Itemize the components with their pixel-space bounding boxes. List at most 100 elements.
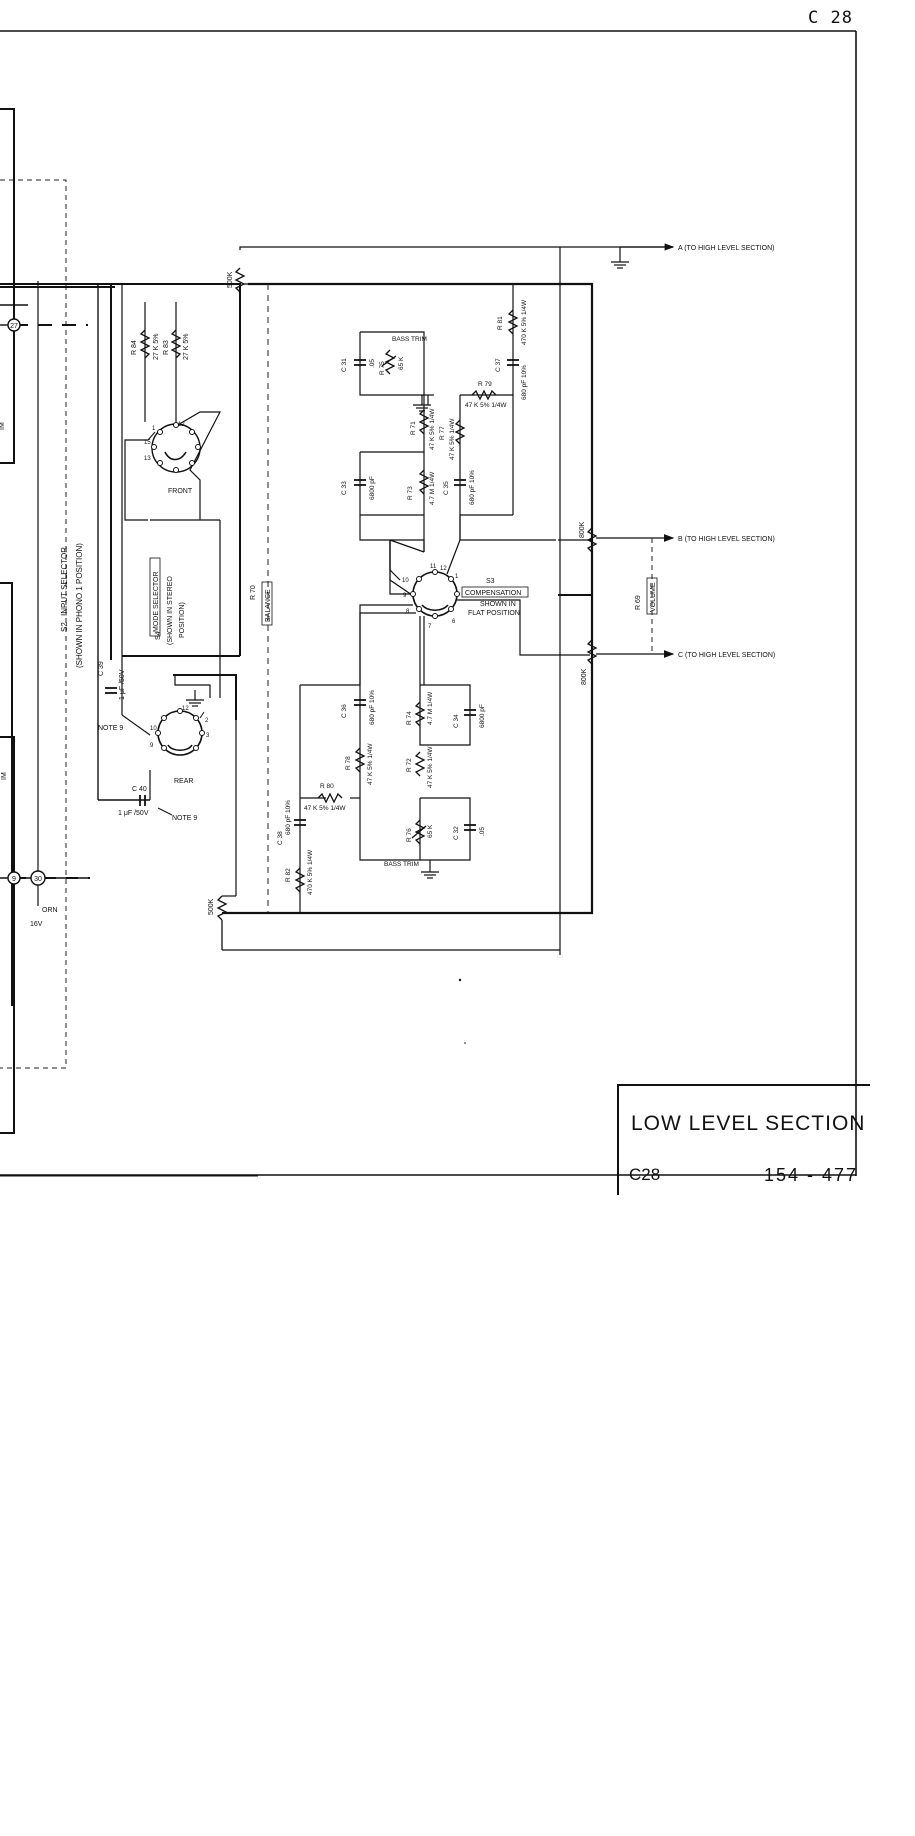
c39-name: C 39 [98, 661, 105, 676]
r84-value: 27 K 5% [153, 334, 160, 360]
r76-value: 65 K [427, 824, 434, 838]
r70-name: R 70 [250, 585, 257, 600]
c39-value: 1 μF /50V [119, 669, 126, 700]
c34-value: 6800 pF [479, 704, 486, 728]
pot-right-top-value: 800K [579, 521, 586, 538]
c33-name: C 33 [341, 481, 348, 495]
r78-name: R 78 [345, 756, 352, 770]
title-block: LOW LEVEL SECTION C28 154 - 477 [617, 1084, 870, 1195]
s3-pin-6: 6 [452, 619, 456, 625]
r78-resistor [354, 747, 366, 773]
r81-resistor [507, 309, 519, 335]
rear-pin-9: 9 [150, 743, 154, 749]
c38-name: C 38 [277, 831, 284, 845]
ground-bass-trim-bottom [421, 860, 439, 879]
c40-name: C 40 [132, 786, 147, 793]
pot-bottom-left [216, 895, 560, 951]
r84-name: R 84 [131, 340, 138, 355]
front-label: FRONT [168, 488, 193, 495]
r80-resistor [317, 792, 343, 804]
terminal-9-label: 9 [12, 876, 16, 883]
r76-resistor [411, 819, 427, 845]
r83-name: R 83 [163, 340, 170, 355]
r77-name: R 77 [439, 426, 446, 440]
output-c-label: C (TO HIGH LEVEL SECTION) [678, 652, 775, 659]
s3-pin-12: 12 [440, 566, 447, 572]
s2-label: INPUT SELECTOR [60, 547, 69, 616]
volume-label-box [646, 577, 658, 615]
rear-pin-3: 3 [206, 733, 210, 739]
output-a-line [239, 243, 675, 955]
r71-value: 47 K 5% 1/4W [429, 408, 436, 450]
s4-label: MODE SELECTOR [153, 571, 160, 632]
im-bottom-label: IM [1, 772, 8, 780]
c33-value: 6800 pF [369, 476, 376, 500]
im-top-label: IM [0, 422, 6, 430]
s3-label-box [461, 586, 529, 598]
input-selector-dashed-box [0, 179, 67, 1069]
volume-pots [558, 500, 675, 665]
c35-value: 680 pF 10% [469, 470, 476, 505]
part-number: 154 - 477 [763, 1165, 858, 1185]
r74-resistor [414, 701, 426, 727]
c32-name: C 32 [453, 826, 460, 840]
note9-b-leader [157, 807, 173, 816]
note9-a: NOTE 9 [98, 725, 123, 732]
r71-resistor [418, 409, 430, 435]
c36-name: C 36 [341, 704, 348, 718]
c34-capacitor [464, 709, 476, 716]
bass-trim-bottom-label: BASS TRIM [384, 861, 419, 868]
r69-name: R 69 [635, 595, 642, 610]
r82-resistor [294, 867, 306, 893]
c35-name: C 35 [443, 481, 450, 495]
r74-value: 4.7 M 1/4W [427, 691, 434, 725]
c35-capacitor [454, 479, 466, 486]
compensation-network-upper [359, 284, 514, 596]
front-pin-1: 1 [152, 426, 156, 432]
front-switch-wafer [151, 411, 221, 520]
c39-capacitor [105, 687, 117, 694]
c37-name: C 37 [495, 358, 502, 372]
pot-bottom-left-value: 500K [208, 898, 215, 915]
r76-name: R 76 [406, 828, 413, 842]
s2-note: (SHOWN IN PHONO 1 POSITION) [75, 543, 84, 668]
main-signal-loop [222, 282, 594, 915]
output-b-label: B (TO HIGH LEVEL SECTION) [678, 536, 775, 543]
c31-name: C 31 [341, 358, 348, 372]
c37-value: 680 pF 10% [521, 365, 528, 400]
pot-right-bottom-value: 800K [581, 668, 588, 685]
s4-label-box [149, 557, 161, 637]
r77-value: 47 K 5% 1/4W [449, 418, 456, 460]
r80-name: R 80 [320, 783, 334, 790]
r71-name: R 71 [410, 421, 417, 435]
r79-value: 47 K 5% 1/4W [465, 402, 507, 409]
ground-bass-trim-top [413, 395, 431, 412]
c36-value: 680 pF 10% [369, 690, 376, 725]
pot-top-left-value: 500K [227, 271, 234, 288]
c32-value: .05 [479, 827, 486, 836]
s3-wiring [359, 539, 590, 685]
r73-resistor [418, 469, 430, 495]
c37-capacitor [507, 359, 519, 366]
sheet-code: C28 [629, 1165, 661, 1184]
pot-top-left [234, 267, 248, 293]
r79-name: R 79 [478, 381, 492, 388]
c38-capacitor [294, 819, 306, 826]
c31-value: .05 [369, 359, 376, 368]
c36-capacitor [354, 699, 366, 706]
r74-name: R 74 [406, 711, 413, 725]
c40-capacitor [139, 795, 146, 806]
r83-resistor [170, 329, 182, 359]
bass-trim-top-label: BASS TRIM [392, 336, 427, 343]
rear-label: REAR [174, 778, 193, 785]
s3-note-2: FLAT POSITION [468, 610, 520, 617]
s4-note-1: (SHOWN IN STEREO [167, 576, 174, 645]
left-edge-blocks [0, 108, 15, 1134]
s3-pin-8: 8 [406, 609, 410, 615]
r73-value: 4.7 M 1/4W [429, 471, 436, 505]
page-specks [458, 978, 466, 1044]
r72-resistor [414, 751, 426, 777]
rear-pin-2: 2 [205, 718, 209, 724]
r77-resistor [454, 419, 466, 445]
s3-label: COMPENSATION [465, 590, 521, 597]
